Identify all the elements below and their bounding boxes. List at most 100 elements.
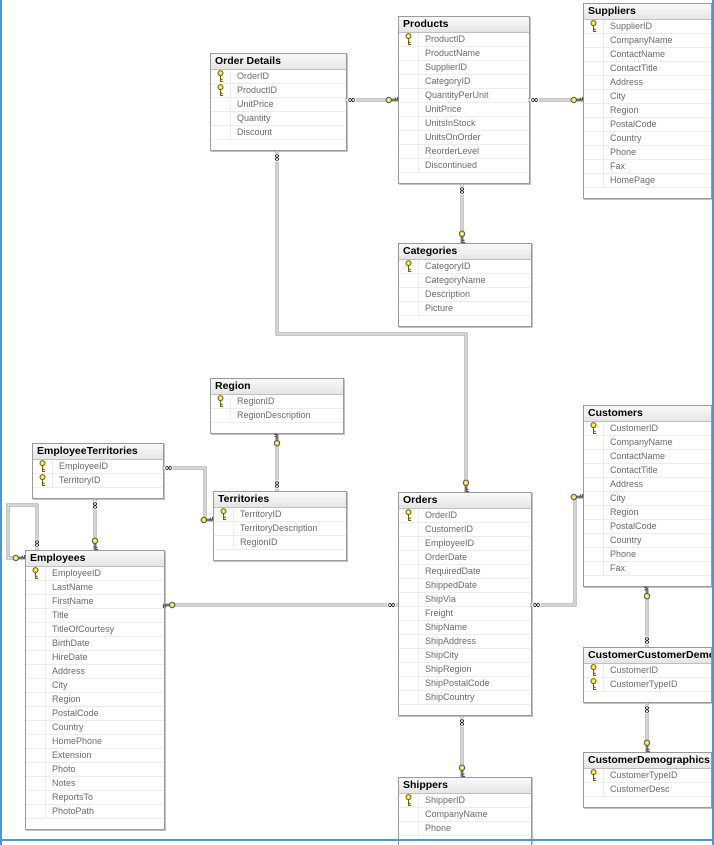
field-row[interactable]: ContactName xyxy=(584,450,711,464)
table-title[interactable]: Shippers xyxy=(399,778,531,794)
field-row[interactable]: Quantity xyxy=(211,112,346,126)
field-row[interactable]: ShipRegion xyxy=(399,663,531,677)
field-row[interactable]: UnitPrice xyxy=(399,103,529,117)
field-row[interactable]: CompanyName xyxy=(584,436,711,450)
field-row[interactable]: ShipPostalCode xyxy=(399,677,531,691)
field-row[interactable]: RegionDescription xyxy=(211,409,343,423)
field-row[interactable]: Region xyxy=(584,104,711,118)
field-row[interactable]: TerritoryID xyxy=(214,508,346,522)
field-row[interactable]: RegionID xyxy=(211,395,343,409)
field-row[interactable]: RequiredDate xyxy=(399,565,531,579)
field-row[interactable]: Discount xyxy=(211,126,346,140)
field-row[interactable]: CustomerTypeID xyxy=(584,678,711,692)
relationship-orders-customers[interactable] xyxy=(530,495,583,607)
field-row[interactable]: ContactTitle xyxy=(584,464,711,478)
field-row[interactable]: CategoryName xyxy=(399,274,531,288)
field-row[interactable]: EmployeeID xyxy=(26,567,164,581)
field-row[interactable]: Address xyxy=(26,665,164,679)
field-row[interactable]: ShipVia xyxy=(399,593,531,607)
field-row[interactable]: HireDate xyxy=(26,651,164,665)
field-row[interactable]: Region xyxy=(26,693,164,707)
field-row[interactable]: City xyxy=(584,492,711,506)
field-row[interactable]: Address xyxy=(584,76,711,90)
table-title[interactable]: Suppliers xyxy=(584,4,711,20)
field-row[interactable]: ShipCity xyxy=(399,649,531,663)
field-row[interactable]: TitleOfCourtesy xyxy=(26,623,164,637)
field-row[interactable]: Picture xyxy=(399,302,531,316)
field-row[interactable]: HomePage xyxy=(584,174,711,188)
field-row[interactable]: CustomerDesc xyxy=(584,783,711,797)
field-row[interactable]: City xyxy=(584,90,711,104)
field-row[interactable]: SupplierID xyxy=(399,61,529,75)
field-row[interactable]: CustomerTypeID xyxy=(584,769,711,783)
field-row[interactable]: UnitPrice xyxy=(211,98,346,112)
field-row[interactable]: ProductName xyxy=(399,47,529,61)
field-row[interactable]: CustomerID xyxy=(584,422,711,436)
table-title[interactable]: Territories xyxy=(214,492,346,508)
field-row[interactable]: EmployeeID xyxy=(399,537,531,551)
field-row[interactable]: Phone xyxy=(399,822,531,836)
relationship-employeeterritories-territories[interactable] xyxy=(162,466,213,522)
field-row[interactable]: PostalCode xyxy=(584,118,711,132)
field-row[interactable]: Description xyxy=(399,288,531,302)
field-row[interactable]: ContactName xyxy=(584,48,711,62)
field-row[interactable]: BirthDate xyxy=(26,637,164,651)
table-title[interactable]: CustomerCustomerDemo xyxy=(584,648,711,664)
field-row[interactable]: CategoryID xyxy=(399,260,531,274)
field-row[interactable]: UnitsOnOrder xyxy=(399,131,529,145)
field-row[interactable]: QuantityPerUnit xyxy=(399,89,529,103)
field-row[interactable]: Extension xyxy=(26,749,164,763)
field-row[interactable]: Photo xyxy=(26,763,164,777)
field-row[interactable]: Phone xyxy=(584,146,711,160)
field-row[interactable]: Freight xyxy=(399,607,531,621)
field-row[interactable]: ProductID xyxy=(399,33,529,47)
field-row[interactable]: Country xyxy=(26,721,164,735)
table-title[interactable]: Orders xyxy=(399,493,531,509)
table-title[interactable]: Order Details xyxy=(211,54,346,70)
field-row[interactable]: PostalCode xyxy=(26,707,164,721)
table-title[interactable]: Region xyxy=(211,379,343,395)
field-row[interactable]: Title xyxy=(26,609,164,623)
field-row[interactable]: FirstName xyxy=(26,595,164,609)
table-title[interactable]: Employees xyxy=(26,551,164,567)
field-row[interactable]: Address xyxy=(584,478,711,492)
table-title[interactable]: Products xyxy=(399,17,529,33)
field-row[interactable]: ShipAddress xyxy=(399,635,531,649)
field-row[interactable]: CompanyName xyxy=(399,808,531,822)
field-row[interactable]: TerritoryDescription xyxy=(214,522,346,536)
field-row[interactable]: LastName xyxy=(26,581,164,595)
field-row[interactable]: CompanyName xyxy=(584,34,711,48)
field-row[interactable]: ReorderLevel xyxy=(399,145,529,159)
field-row[interactable]: Region xyxy=(584,506,711,520)
field-row[interactable]: UnitsInStock xyxy=(399,117,529,131)
field-row[interactable]: ShippedDate xyxy=(399,579,531,593)
field-row[interactable]: CategoryID xyxy=(399,75,529,89)
field-row[interactable]: ContactTitle xyxy=(584,62,711,76)
field-row[interactable]: EmployeeID xyxy=(33,460,163,474)
field-row[interactable]: ShipCountry xyxy=(399,691,531,705)
table-title[interactable]: Categories xyxy=(399,244,531,260)
field-row[interactable]: ShipperID xyxy=(399,794,531,808)
field-row[interactable]: Country xyxy=(584,132,711,146)
field-row[interactable]: Phone xyxy=(584,548,711,562)
field-row[interactable]: ShipName xyxy=(399,621,531,635)
field-row[interactable]: Country xyxy=(584,534,711,548)
field-row[interactable]: CustomerID xyxy=(584,664,711,678)
table-title[interactable]: CustomerDemographics xyxy=(584,753,711,769)
field-row[interactable]: Discontinued xyxy=(399,159,529,173)
field-row[interactable]: ReportsTo xyxy=(26,791,164,805)
field-row[interactable]: RegionID xyxy=(214,536,346,550)
field-row[interactable]: TerritoryID xyxy=(33,474,163,488)
field-row[interactable]: PhotoPath xyxy=(26,805,164,819)
